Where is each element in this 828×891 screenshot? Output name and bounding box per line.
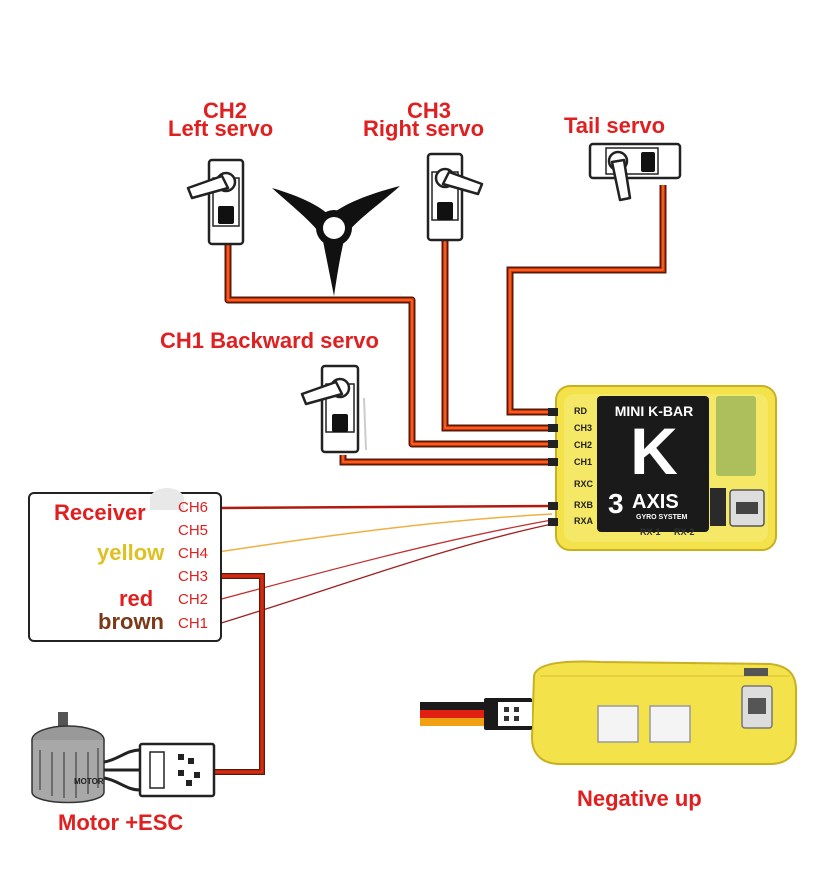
right-servo (426, 152, 484, 242)
left-servo-label: Left servo (168, 116, 274, 141)
controller-axis-word: AXIS (632, 491, 679, 513)
controller-title: MINI K-BAR (614, 403, 694, 419)
controller-rx1-label: RX-1 (640, 527, 661, 537)
controller-pin-label: RXA (574, 516, 594, 526)
controller-pin-label: CH3 (574, 423, 593, 433)
ch1-backward-servo-label: CH1 Backward servo (160, 328, 379, 353)
controller-gyro-text: GYRO SYSTEM (636, 514, 688, 521)
swashplate (272, 186, 400, 296)
red-wire-label: red (119, 586, 154, 611)
motor: MOTOR (31, 712, 105, 804)
receiver-label: Receiver (54, 500, 146, 525)
backward-servo (300, 364, 367, 454)
receiver-channel-label: CH1 (178, 615, 209, 632)
ch3-title: CH3 (407, 98, 452, 123)
left-servo-wire (224, 240, 552, 448)
brown-wire-label: brown (98, 609, 164, 634)
esc (138, 742, 216, 798)
controller-letter: K (630, 414, 678, 488)
controller-pin-label: RXC (574, 479, 594, 489)
receiver-channel-label: CH5 (178, 522, 209, 539)
receiver-box (28, 492, 222, 642)
tail-servo-label: Tail servo (564, 113, 666, 138)
controller-axis-num: 3 (608, 488, 624, 519)
right-servo-wire (441, 240, 552, 432)
tail-servo-wire (506, 185, 667, 416)
ch2-title: CH2 (203, 98, 248, 123)
negative-up-label: Negative up (577, 786, 702, 811)
right-servo-label: Right servo (363, 116, 485, 141)
receiver-ghost-shape (150, 488, 184, 510)
motor-esc-label: Motor +ESC (58, 810, 184, 835)
negative-up-gyro (530, 660, 797, 765)
controller-rx2-label: RX-2 (674, 527, 695, 537)
backward-servo-wire (339, 455, 552, 466)
throttle-wire (212, 573, 265, 775)
servo-plug (420, 698, 532, 730)
controller-pin-label: CH2 (574, 440, 593, 450)
controller-pin-label: RD (574, 406, 587, 416)
receiver-channel-label: CH3 (178, 568, 209, 585)
motor-wires (103, 748, 141, 792)
controller-pin-label: RXB (574, 500, 594, 510)
yellow-wire-label: yellow (97, 540, 165, 565)
receiver-channel-label: CH2 (178, 591, 209, 608)
controller-pin-headers (548, 408, 558, 526)
motor-label-text: MOTOR (74, 777, 104, 786)
left-servo (186, 158, 245, 246)
receiver-channel-label: CH4 (178, 545, 209, 562)
kbar-controller (548, 385, 777, 551)
receiver-channel-label: CH6 (178, 499, 209, 516)
receiver-signal-wires (217, 504, 553, 625)
tail-servo (588, 142, 682, 202)
controller-pin-label: CH1 (574, 457, 593, 467)
